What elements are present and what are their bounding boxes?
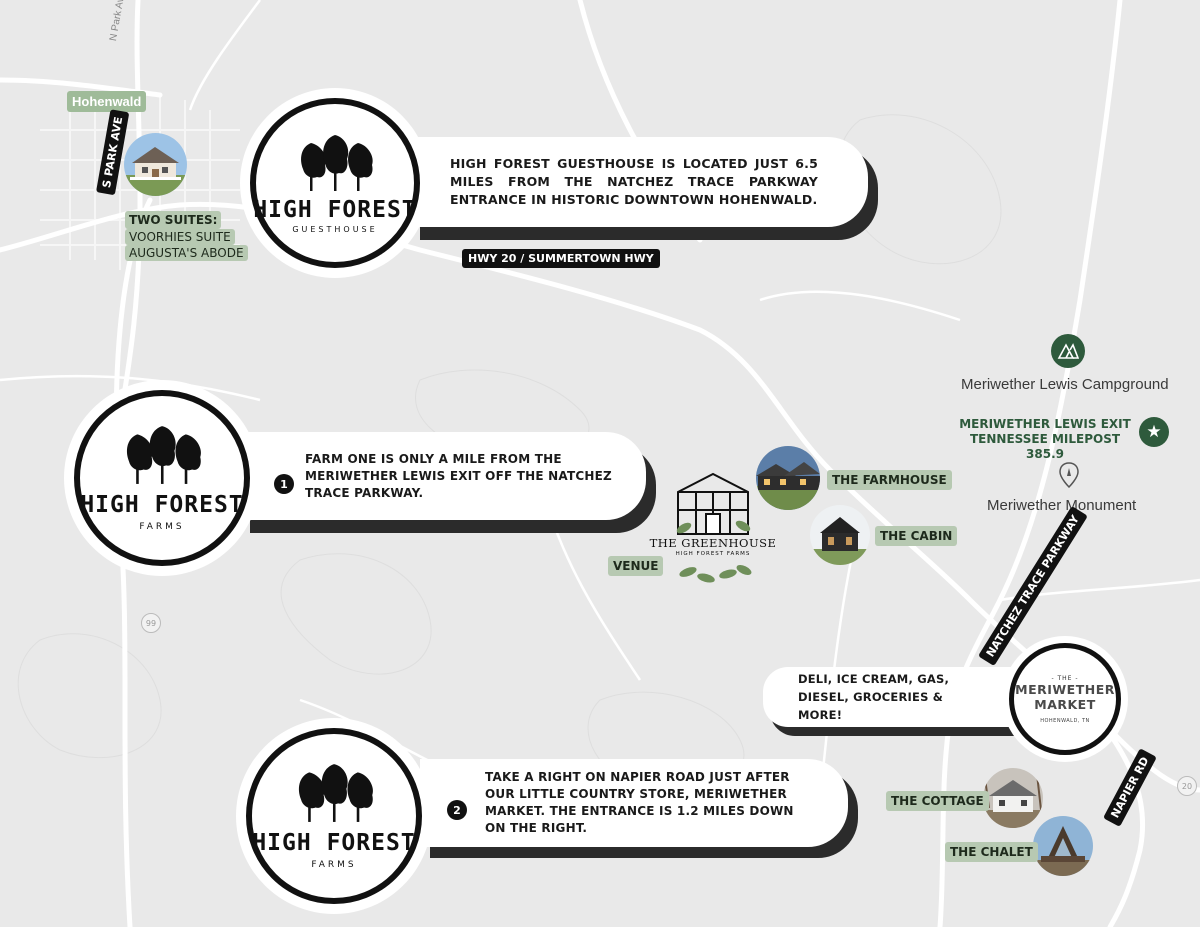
logo-ring (1009, 643, 1121, 755)
farm-one-number-badge: 1 (274, 474, 294, 494)
tree-icon (301, 134, 373, 191)
greenhouse-icon (676, 472, 752, 583)
cabin-photo[interactable] (810, 505, 870, 565)
market-callout-text: DELI, ICE CREAM, GAS, DIESEL, GROCERIES … (798, 672, 950, 722)
cottage-label: THE COTTAGE (886, 791, 989, 811)
monument-label: Meriwether Monument (987, 497, 1137, 514)
tree-icon (126, 426, 201, 484)
chalet-label: THE CHALET (945, 842, 1038, 862)
market-callout: DELI, ICE CREAM, GAS, DIESEL, GROCERIES … (763, 667, 1023, 727)
logo-title: HIGH FOREST (252, 830, 416, 856)
logo-title: HIGH FOREST (253, 196, 417, 223)
farm-two-number-badge: 2 (447, 800, 467, 820)
logo-ring (250, 98, 420, 268)
chalet-photo[interactable] (1033, 816, 1093, 876)
greenhouse-title: THE GREENHOUSE (649, 536, 777, 550)
route-20-shield: 20 (1177, 776, 1197, 796)
campground-label: Meriwether Lewis Campground (961, 376, 1169, 393)
greenhouse-subtitle: HIGH FOREST FARMS (675, 551, 751, 557)
town-label-hohenwald: Hohenwald (67, 91, 147, 112)
exit-line1: MERIWETHER LEWIS EXIT (959, 417, 1131, 431)
location-pin-icon[interactable] (1059, 462, 1079, 489)
cabin-label: THE CABIN (875, 526, 958, 546)
tent-icon[interactable] (1051, 334, 1085, 368)
logo-ring (74, 390, 250, 566)
suite-item: AUGUSTA'S ABODE (125, 245, 248, 261)
road-label-hwy20: HWY 20 / SUMMERTOWN HWY (462, 249, 660, 268)
farmhouse-photo[interactable] (756, 446, 820, 510)
logo-subtitle: FARMS (311, 860, 357, 870)
guesthouse-photo[interactable] (124, 133, 187, 196)
star-icon[interactable]: ★ (1139, 417, 1169, 447)
exit-line2: TENNESSEE MILEPOST 385.9 (969, 432, 1121, 461)
route-20-label: 20 (1181, 781, 1193, 791)
cottage-photo[interactable] (983, 768, 1043, 828)
suites-heading: TWO SUITES: (129, 213, 218, 227)
guesthouse-callout-text: HIGH FOREST GUESTHOUSE IS LOCATED JUST 6… (450, 156, 818, 207)
high-forest-farms-logo-1[interactable]: HIGH FOREST FARMS (64, 380, 260, 576)
meriwether-exit-label: MERIWETHER LEWIS EXIT TENNESSEE MILEPOST… (950, 417, 1140, 462)
market-location: HOHENWALD, TN (1040, 717, 1090, 724)
farm-two-callout-text: TAKE A RIGHT ON NAPIER ROAD JUST AFTER O… (485, 770, 794, 835)
farm-one-callout: FARM ONE IS ONLY A MILE FROM THE MERIWET… (240, 432, 646, 520)
market-line2: MARKET (1034, 696, 1096, 712)
logo-ring (246, 728, 422, 904)
market-the: - THE - (1051, 674, 1079, 682)
high-forest-farms-logo-2[interactable]: HIGH FOREST FARMS (236, 718, 432, 914)
route-99-shield: 99 (141, 613, 161, 633)
guesthouse-callout: HIGH FOREST GUESTHOUSE IS LOCATED JUST 6… (410, 137, 868, 227)
tree-icon (298, 764, 373, 822)
suite-item: VOORHIES SUITE (125, 229, 235, 245)
suites-box: TWO SUITES: (125, 211, 222, 229)
farm-two-callout: TAKE A RIGHT ON NAPIER ROAD JUST AFTER O… (420, 759, 848, 847)
logo-subtitle: FARMS (139, 522, 185, 532)
meriwether-market-logo[interactable]: - THE - MERIWETHER MARKET HOHENWALD, TN (1002, 636, 1128, 762)
venue-label: VENUE (608, 556, 664, 576)
greenhouse-logo[interactable]: THE GREENHOUSE HIGH FOREST FARMS (648, 470, 778, 590)
high-forest-guesthouse-logo[interactable]: HIGH FOREST GUESTHOUSE (240, 88, 430, 278)
farmhouse-label: THE FARMHOUSE (827, 470, 952, 490)
logo-title: HIGH FOREST (80, 492, 244, 518)
farm-one-callout-text: FARM ONE IS ONLY A MILE FROM THE MERIWET… (305, 451, 612, 500)
route-99-label: 99 (145, 618, 157, 628)
logo-subtitle: GUESTHOUSE (292, 224, 378, 234)
market-line1: MERIWETHER (1015, 681, 1115, 697)
